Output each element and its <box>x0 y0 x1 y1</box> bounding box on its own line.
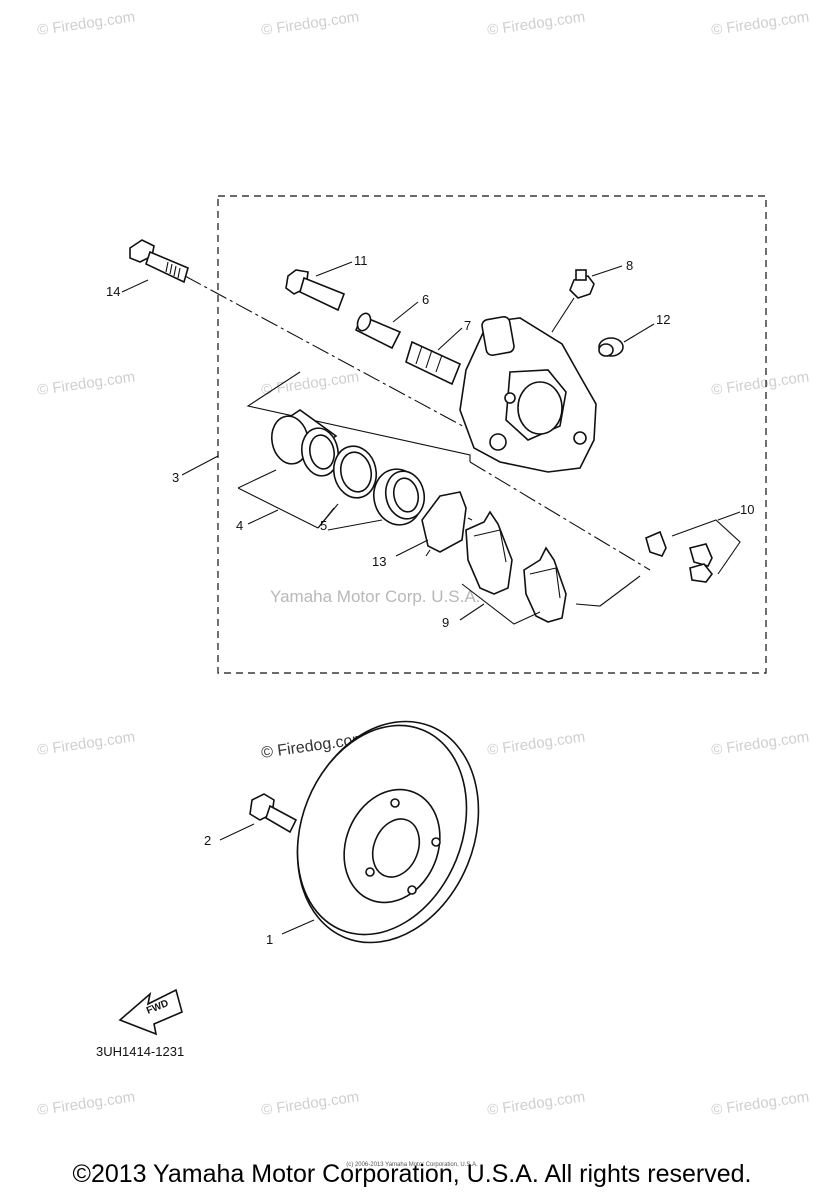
bleed-screw-8-part <box>569 269 595 299</box>
watermark: © Firedog.com <box>260 8 360 39</box>
disc-bolt-2-part <box>249 793 298 834</box>
leader-10 <box>717 511 741 521</box>
callout-10: 10 <box>740 502 754 517</box>
watermarks: © Firedog.com © Firedog.com © Firedog.co… <box>36 8 810 1119</box>
bracket-9 <box>461 583 541 625</box>
leader-2 <box>219 823 255 841</box>
brake-disc-part <box>296 720 480 944</box>
bracket-9-right <box>575 575 641 607</box>
leader-7 <box>437 327 463 351</box>
callout-3: 3 <box>172 470 179 485</box>
cap-12-part <box>598 337 624 357</box>
diagram-code: 3UH1414-1231 <box>96 1044 184 1059</box>
watermark: © Firedog.com <box>260 368 360 399</box>
watermark: © Firedog.com <box>710 368 810 399</box>
leader-5a <box>317 507 335 529</box>
watermark: © Firedog.com <box>36 8 136 39</box>
leader-9 <box>459 603 485 621</box>
callout-1: 1 <box>266 932 273 947</box>
leader-14 <box>121 279 149 293</box>
clip-10b-part <box>689 543 714 583</box>
leader-12 <box>623 323 655 343</box>
pad-9b-part <box>523 546 567 623</box>
callout-13: 13 <box>372 554 386 569</box>
callout-4: 4 <box>236 518 243 533</box>
watermark: © Firedog.com <box>710 728 810 759</box>
callout-7: 7 <box>464 318 471 333</box>
callout-numbers: 1 2 3 4 5 6 7 8 9 10 11 12 13 14 <box>106 253 754 947</box>
leader-4 <box>247 509 279 525</box>
callout-12: 12 <box>656 312 670 327</box>
leader-5b <box>327 519 383 531</box>
leader-6 <box>392 301 419 323</box>
watermark: © Firedog.com <box>36 368 136 399</box>
pin-11-part <box>285 269 346 312</box>
bracket-10 <box>671 519 741 575</box>
watermark: © Firedog.com <box>486 728 586 759</box>
bolt-14-part <box>129 239 189 284</box>
callout-14: 14 <box>106 284 120 299</box>
watermark: © Firedog.com <box>486 8 586 39</box>
shim-13-part <box>421 491 473 557</box>
axis-line-bolt <box>184 275 471 431</box>
callout-5: 5 <box>320 518 327 533</box>
clip-10a-part <box>645 530 667 557</box>
axis-line-pads <box>469 461 651 571</box>
watermark: © Firedog.com <box>36 728 136 759</box>
leader-13 <box>395 539 429 557</box>
watermark: © Firedog.com <box>36 1088 136 1119</box>
boot-7-part <box>405 340 462 386</box>
sleeve-6-part <box>354 312 402 350</box>
copyright-footer: ©2013 Yamaha Motor Corporation, U.S.A. A… <box>72 1160 752 1188</box>
leader-3 <box>181 455 219 476</box>
caliper-body-part <box>459 315 597 473</box>
leader-8-lower <box>551 297 575 333</box>
watermark: © Firedog.com <box>710 8 810 39</box>
corp-watermark: Yamaha Motor Corp. U.S.A. <box>270 587 480 606</box>
piston-4-part <box>270 409 340 477</box>
watermark: © Firedog.com <box>710 1088 810 1119</box>
small-print: (c) 2006-2013 Yamaha Motor Corporation, … <box>346 1162 478 1168</box>
caliper-assembly-box <box>217 195 767 674</box>
callout-9: 9 <box>442 615 449 630</box>
seal-5-part <box>332 445 378 499</box>
fwd-arrow-icon: FWD <box>118 988 183 1036</box>
dust-seal-part <box>373 468 426 526</box>
watermark: © Firedog.com <box>486 1088 586 1119</box>
callout-2: 2 <box>204 833 211 848</box>
callout-8: 8 <box>626 258 633 273</box>
bracket-group-3 <box>246 371 471 462</box>
leader-1 <box>281 919 315 935</box>
leader-8-upper <box>591 265 623 277</box>
leader-11 <box>315 261 353 277</box>
watermark: © Firedog.com <box>260 1088 360 1119</box>
callout-11: 11 <box>354 253 368 268</box>
pad-9a-part <box>465 510 513 595</box>
callout-6: 6 <box>422 292 429 307</box>
